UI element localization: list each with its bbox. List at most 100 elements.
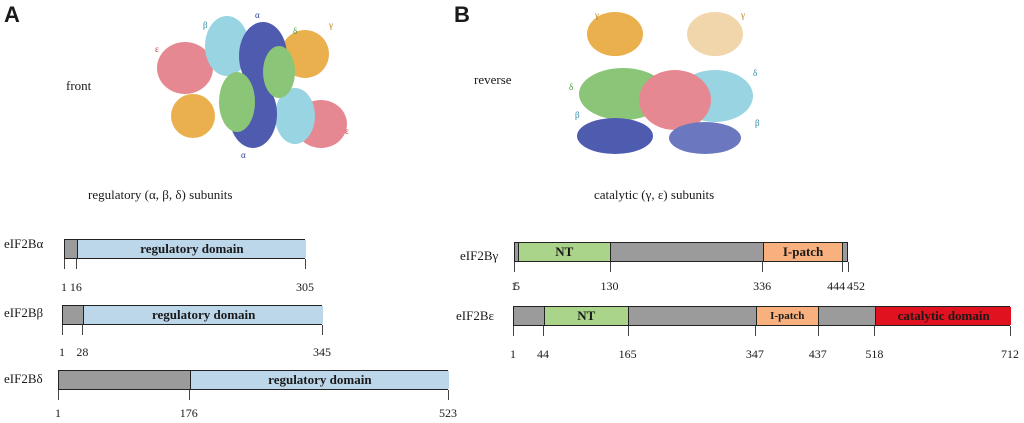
protein-name-delta: eIF2Bδ <box>4 371 43 386</box>
position-label: 518 <box>865 347 884 361</box>
position-tick <box>874 326 876 336</box>
position-tick <box>58 390 59 400</box>
alpha-label-2: α <box>241 150 246 160</box>
structure-reverse-view: γ γ δ δ β β <box>569 10 760 154</box>
position-tick <box>305 259 306 269</box>
position-label: 336 <box>753 279 772 293</box>
catalytic-domain-segment: catalytic domain <box>875 307 1011 325</box>
position-label: 437 <box>808 347 827 361</box>
position-tick <box>1010 326 1011 336</box>
delta-subunit-shape-1 <box>219 72 255 132</box>
i-patch-domain-segment: I-patch <box>755 307 819 325</box>
position-tick <box>762 262 764 272</box>
regulatory-domain-segment: regulatory domain <box>83 306 323 324</box>
catalytic-domain-label: catalytic domain <box>897 308 990 323</box>
view-label-reverse: reverse <box>474 72 512 87</box>
protein-name-beta: eIF2Bβ <box>4 305 44 320</box>
delta-label: δ <box>293 26 297 36</box>
gamma-label: γ <box>328 20 333 30</box>
domain-bar-eif2b-beta: regulatory domain <box>62 305 323 325</box>
gamma-subunit-shape-4 <box>687 12 743 56</box>
position-tick <box>842 262 844 272</box>
position-tick <box>817 326 819 336</box>
position-label: 130 <box>600 279 619 293</box>
position-tick <box>75 259 77 269</box>
position-tick <box>754 326 756 336</box>
position-label: 1 <box>59 345 65 359</box>
regulatory-domain-segment: regulatory domain <box>76 240 306 258</box>
regulatory-domain-label: regulatory domain <box>140 241 244 256</box>
position-label: 444 <box>827 279 846 293</box>
position-label: 305 <box>296 280 314 294</box>
protein-name-alpha: eIF2Bα <box>4 236 44 251</box>
nt-domain-segment: NT <box>517 243 611 261</box>
position-tick <box>322 325 323 335</box>
position-label: 5 <box>513 279 520 293</box>
alpha-subunit-shape-3 <box>577 118 653 154</box>
delta-label-rev: δ <box>569 82 573 92</box>
delta-label-rev-2: δ <box>753 68 757 78</box>
position-label: 345 <box>313 345 331 359</box>
i-patch-domain-label: I-patch <box>770 310 805 322</box>
domain-bar-eif2b-epsilon: NT I-patch catalytic domain <box>513 306 1011 326</box>
position-label: 28 <box>76 345 89 359</box>
caption-regulatory: regulatory (α, β, δ) subunits <box>88 187 233 202</box>
i-patch-domain-segment: I-patch <box>763 243 844 261</box>
position-tick <box>448 390 449 400</box>
position-tick <box>627 326 629 336</box>
beta-label-rev: β <box>575 110 580 120</box>
epsilon-label: ε <box>155 44 159 54</box>
domain-bar-eif2b-alpha: regulatory domain <box>64 239 306 259</box>
beta-subunit-shape-2 <box>275 88 315 144</box>
position-label: 176 <box>179 406 198 420</box>
protein-name-gamma: eIF2Bγ <box>460 248 499 263</box>
epsilon-subunit-shape-3 <box>639 70 711 130</box>
domain-bar-eif2b-gamma: NT I-patch <box>514 242 848 262</box>
epsilon-label-2: ε <box>345 126 349 136</box>
position-label: 44 <box>537 347 550 361</box>
position-label: 1 <box>510 347 516 361</box>
domain-bar-eif2b-delta: regulatory domain <box>58 370 449 390</box>
position-label: 1 <box>61 280 67 294</box>
alpha-subunit-shape-4 <box>669 122 741 154</box>
position-label: 1 <box>55 406 61 420</box>
i-patch-domain-label: I-patch <box>782 244 824 259</box>
regulatory-domain-label: regulatory domain <box>151 307 256 322</box>
position-tick <box>543 326 545 336</box>
view-label-front: front <box>66 78 92 93</box>
position-label: 1 <box>511 279 517 293</box>
nt-domain-segment: NT <box>544 307 629 325</box>
position-tick <box>514 262 515 272</box>
position-label: 165 <box>618 347 637 361</box>
structure-front-view: ε β α δ γ α ε <box>155 10 349 160</box>
beta-label-rev-2: β <box>755 118 760 128</box>
position-tick <box>188 390 190 400</box>
gamma-subunit-shape-2 <box>171 94 215 138</box>
panel-letter-a: A <box>4 2 20 27</box>
regulatory-domain-label: regulatory domain <box>268 372 372 387</box>
beta-label: β <box>203 20 208 30</box>
panel-letter-b: B <box>454 2 470 27</box>
nt-domain-label: NT <box>577 308 596 323</box>
position-tick <box>62 325 63 335</box>
position-label: 523 <box>439 406 457 420</box>
beta-subunit-shape-1 <box>205 16 249 76</box>
position-tick <box>609 262 611 272</box>
alpha-label: α <box>255 10 260 20</box>
position-label: 712 <box>1001 347 1019 361</box>
gamma-label-rev-2: γ <box>740 10 745 20</box>
position-label: 16 <box>69 280 82 294</box>
position-tick <box>82 325 84 335</box>
gamma-label-rev-1: γ <box>594 10 599 20</box>
epsilon-subunit-shape-1 <box>157 42 213 94</box>
position-label: 347 <box>745 347 764 361</box>
position-tick <box>64 259 65 269</box>
gamma-subunit-shape-3 <box>587 12 643 56</box>
delta-subunit-shape-2 <box>263 46 295 98</box>
protein-name-epsilon: eIF2Bε <box>456 308 494 323</box>
position-tick <box>513 326 514 336</box>
position-tick <box>848 262 849 272</box>
nt-domain-label: NT <box>555 244 574 259</box>
caption-catalytic: catalytic (γ, ε) subunits <box>594 187 715 202</box>
regulatory-domain-segment: regulatory domain <box>189 371 449 389</box>
